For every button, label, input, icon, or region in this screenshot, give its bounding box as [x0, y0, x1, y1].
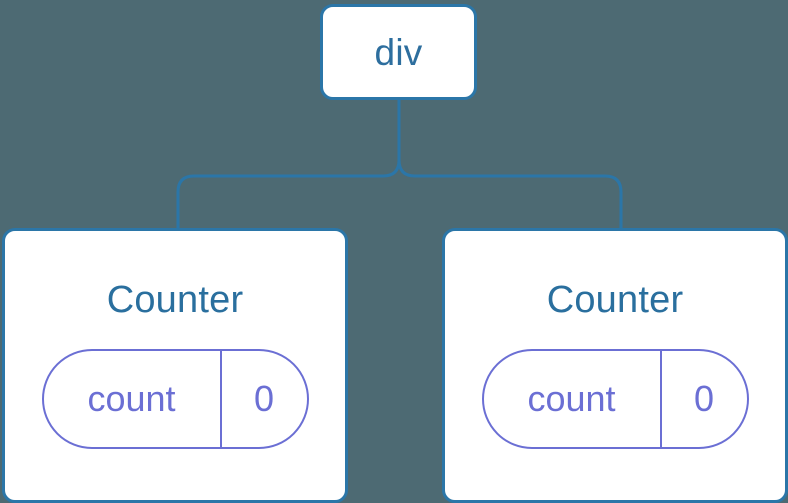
node-counter[interactable]: Counter count 0: [442, 228, 788, 503]
node-counter-label: Counter: [106, 279, 244, 321]
edge-div-to-counter-0: [176, 98, 401, 230]
state-value: 0: [659, 351, 747, 447]
node-counter[interactable]: Counter count 0: [2, 228, 348, 503]
node-div-label: div: [374, 31, 423, 73]
node-counter-label: Counter: [546, 279, 684, 321]
edge-div-to-counter-1: [397, 98, 623, 230]
state-key: count: [87, 378, 176, 419]
state-value: 0: [219, 351, 307, 447]
state-pill[interactable]: count 0: [481, 349, 749, 449]
state-pill[interactable]: count 0: [41, 349, 309, 449]
state-key: count: [527, 378, 616, 419]
node-div[interactable]: div: [320, 4, 477, 100]
